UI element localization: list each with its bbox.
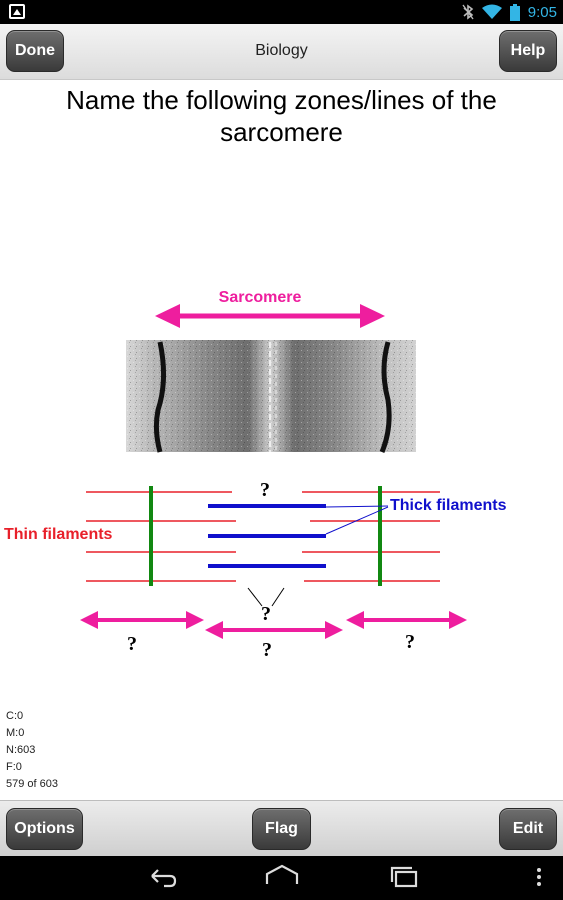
- flag-button[interactable]: Flag: [252, 808, 311, 850]
- unknown-mark-left-band: ?: [127, 633, 137, 655]
- edit-button[interactable]: Edit: [499, 808, 557, 850]
- thin-filaments-label: Thin filaments: [4, 526, 113, 543]
- missed-count: M:0: [6, 727, 25, 739]
- status-bar: 9:05: [0, 0, 563, 24]
- unknown-mark-top: ?: [260, 479, 270, 501]
- card-stats: C:0 M:0 N:603 F:0 579 of 603: [6, 708, 58, 793]
- sarcomere-micrograph: [126, 340, 416, 453]
- battery-icon: [509, 3, 520, 21]
- thick-filaments: [208, 504, 326, 568]
- progress-count: 579 of 603: [6, 778, 58, 790]
- recent-apps-icon[interactable]: [386, 856, 422, 900]
- home-icon[interactable]: [262, 856, 302, 900]
- clock: 9:05: [527, 3, 557, 21]
- sarcomere-diagram: Sarcomere Thin filaments Thick filaments: [4, 289, 507, 661]
- band-arrow-right: [346, 611, 467, 629]
- unknown-mark-right-band: ?: [405, 631, 415, 653]
- new-count: N:603: [6, 744, 36, 756]
- thin-filaments: [86, 491, 440, 582]
- image-notification-icon: [9, 4, 25, 19]
- m-line-pointer: [247, 587, 285, 607]
- unknown-mark-m-line: ?: [261, 603, 271, 625]
- z-lines: [149, 486, 382, 586]
- page-title: Biology: [255, 42, 308, 59]
- band-arrow-left: [80, 611, 204, 629]
- thick-filaments-label: Thick filaments: [390, 497, 507, 514]
- band-arrow-center: [205, 621, 343, 639]
- bluetooth-off-icon: [462, 4, 474, 20]
- system-nav-bar: [0, 856, 563, 900]
- wifi-icon: [481, 4, 502, 19]
- sarcomere-label: Sarcomere: [219, 289, 302, 306]
- status-icons: 9:05: [462, 0, 557, 24]
- back-icon[interactable]: [144, 856, 180, 900]
- overflow-menu-icon[interactable]: [532, 856, 546, 900]
- question-text: Name the following zones/lines of the sa…: [66, 85, 497, 147]
- bottom-toolbar: Options Flag Edit: [0, 800, 563, 856]
- unknown-mark-center-band: ?: [262, 639, 272, 661]
- correct-count: C:0: [6, 710, 24, 722]
- header-bar: Done Biology Help: [0, 24, 563, 80]
- options-button[interactable]: Options: [6, 808, 83, 850]
- thick-filament-pointers: [325, 505, 389, 535]
- sarcomere-arrow: [155, 304, 385, 328]
- flagged-count: F:0: [6, 761, 22, 773]
- done-button[interactable]: Done: [6, 30, 64, 72]
- help-button[interactable]: Help: [499, 30, 557, 72]
